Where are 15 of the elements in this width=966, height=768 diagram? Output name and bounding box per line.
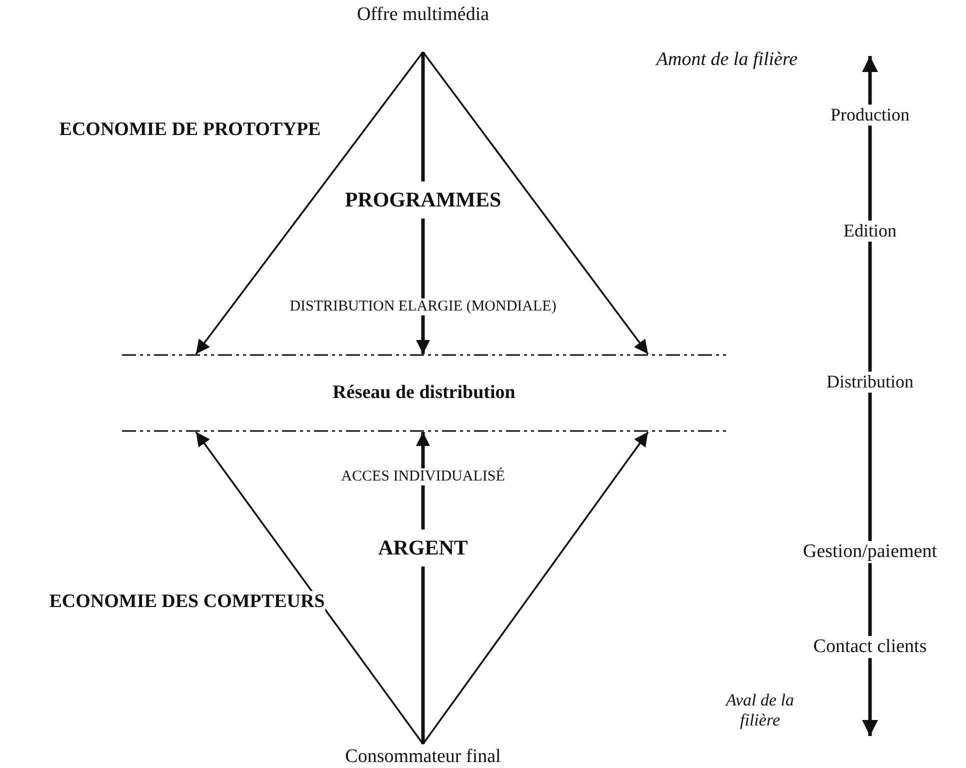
text-label: Edition [844, 220, 896, 242]
node-label: Consommateur final [345, 746, 501, 768]
arrow [422, 51, 649, 355]
text-label: Distribution [826, 372, 914, 392]
arrow [195, 431, 424, 745]
arrow [195, 51, 424, 355]
text-label: Contact clients [813, 636, 927, 658]
arrow [422, 431, 649, 745]
text-label: Production [830, 104, 910, 126]
text-label: Gestion/paiement [802, 541, 938, 563]
node-label: Offre multimédia [356, 4, 490, 26]
text-label: Amont de la filière [656, 49, 798, 71]
text-label: DISTRIBUTION ELARGIE (MONDIALE) [290, 298, 556, 316]
text-label: ACCES INDIVIDUALISÉ [341, 468, 505, 486]
section-heading: ECONOMIE DES COMPTEURS [49, 591, 325, 613]
